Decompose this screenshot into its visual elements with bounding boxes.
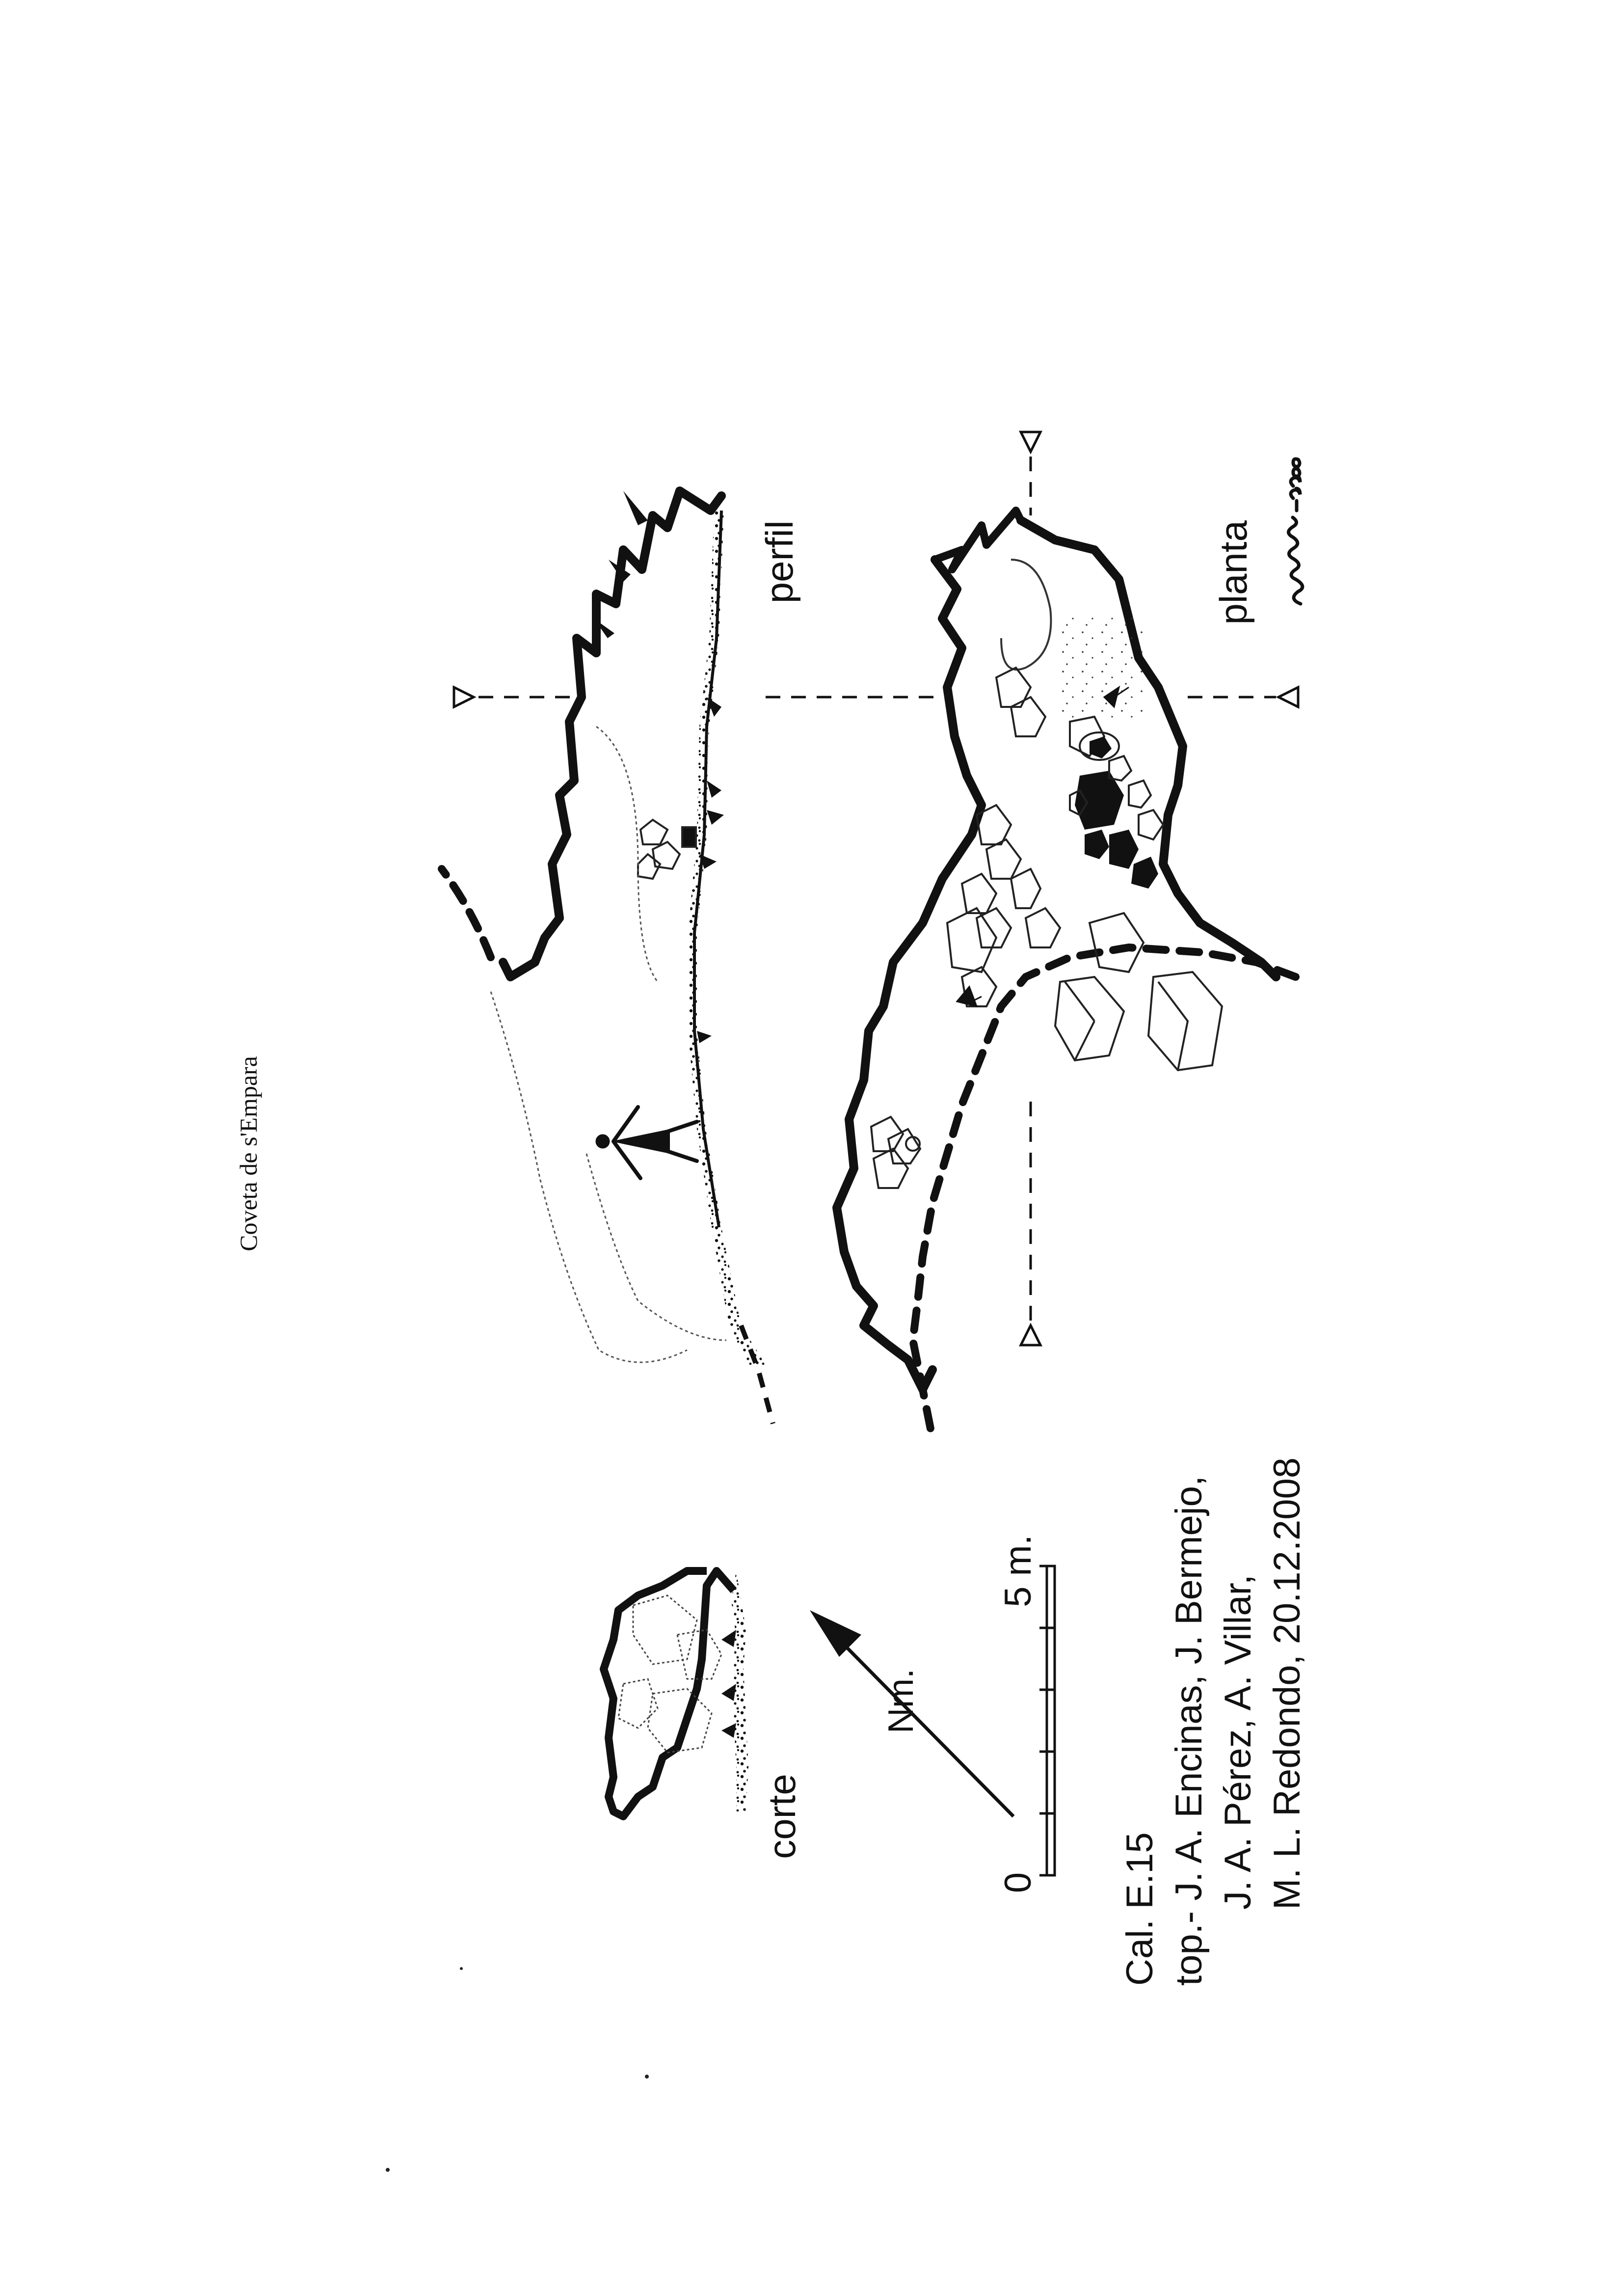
corte-floor-spikes [721, 1630, 736, 1738]
planta-outline [832, 555, 986, 1394]
page-title: Coveta de s'Empara [235, 1056, 262, 1251]
north-label: Nm. [881, 1669, 921, 1733]
section-triangle-bottom-left [1276, 685, 1300, 709]
planta-dark-blocks [1069, 731, 1165, 889]
section-markers [452, 431, 1300, 1347]
north-arrow-line [823, 1623, 1015, 1818]
section-triangle-top-left [452, 685, 477, 709]
planta-label: planta [1212, 520, 1255, 624]
section-triangle-right-bottom [1018, 1323, 1043, 1347]
planta-entrance-teeth [933, 507, 1025, 573]
north-arrow: Nm. [810, 1610, 1015, 1818]
credits-line3: M. L. Redondo, 20.12.2008 [1266, 1458, 1308, 1910]
perfil-blocks [637, 818, 697, 880]
section-triangle-right-top [1018, 431, 1043, 455]
credits-line1: top.- J. A. Encinas, J. Bermejo, [1168, 1476, 1210, 1986]
planta-section: planta [832, 457, 1304, 1442]
scale-start-label: 0 [997, 1872, 1039, 1893]
perfil-roof-outline [499, 486, 726, 981]
planta-inner-contour [1000, 559, 1052, 671]
perfil-stalactites [594, 491, 648, 638]
perfil-roof-dashed [438, 865, 495, 961]
planta-slope-arrows [956, 685, 1129, 1008]
planta-outline-east [1016, 516, 1280, 981]
scale-end-label: 5 m. [997, 1535, 1039, 1607]
scale-ticks [1039, 1565, 1055, 1877]
north-arrow-head-icon [810, 1610, 861, 1657]
perfil-label: perfil [758, 520, 801, 603]
credits-line2: J. A. Pérez, A. Villar, [1217, 1574, 1259, 1910]
perfil-section: perfil [438, 486, 801, 1425]
signature-mark [1287, 457, 1304, 606]
perfil-floor-dashed [739, 1324, 775, 1425]
human-figure-icon [595, 1105, 699, 1180]
scale-bar-body [1045, 1565, 1056, 1877]
stray-marks [386, 1967, 649, 2172]
planta-floor-dots [1055, 614, 1144, 722]
credits-code: Cal. E.15 [1119, 1832, 1161, 1986]
perfil-inner-contour-1 [596, 726, 659, 982]
corte-blocks [617, 1594, 722, 1754]
corte-section: corte [600, 1567, 803, 1859]
planta-blocks [872, 666, 1224, 1189]
corte-outline [600, 1567, 737, 1820]
planta-dripline-dashed [908, 943, 1300, 1442]
scale-bar: 0 5 m. [997, 1535, 1056, 1893]
perfil-floor-line [693, 510, 723, 1228]
corte-label: corte [760, 1774, 803, 1859]
perfil-floor-sediment [688, 511, 766, 1365]
perfil-inner-contour-3 [585, 1153, 727, 1341]
perfil-inner-contour-2 [490, 991, 688, 1363]
planta-west-blocks [870, 1115, 921, 1152]
credits-block: Cal. E.15 top.- J. A. Encinas, J. Bermej… [1119, 1458, 1308, 1986]
